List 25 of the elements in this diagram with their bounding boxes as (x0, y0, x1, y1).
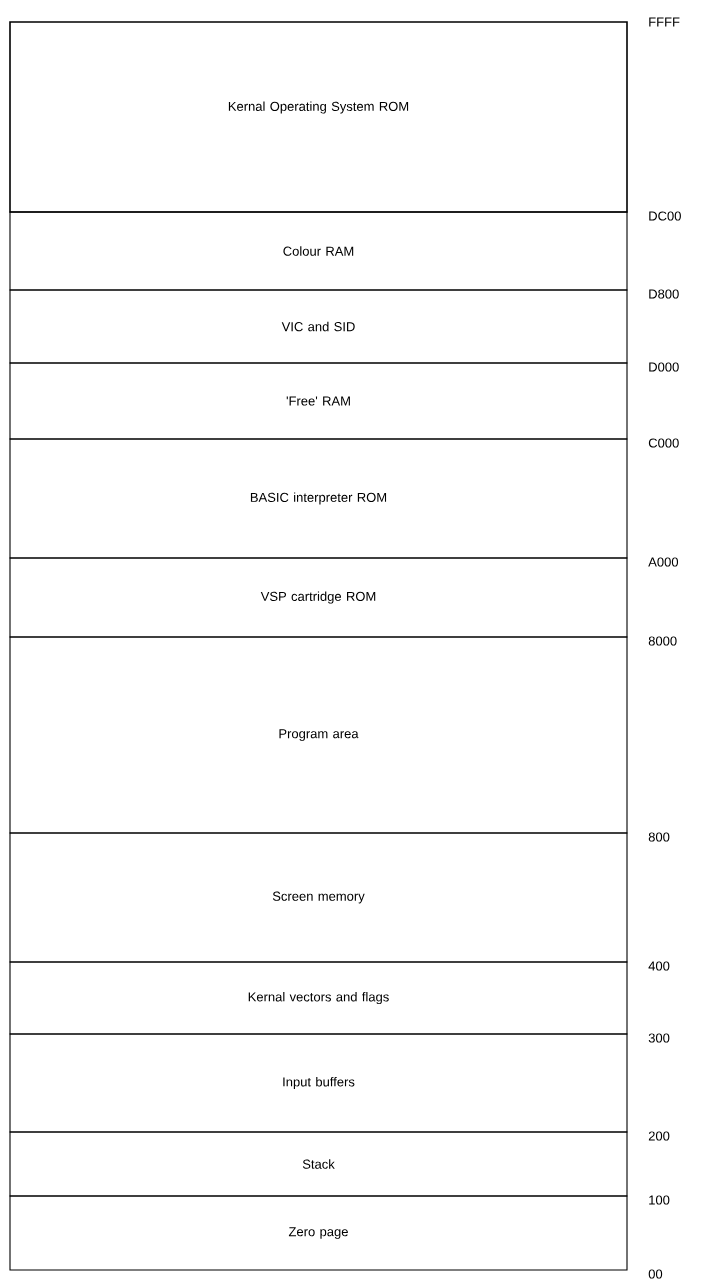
memory-band: VSP cartridge ROM (9, 557, 628, 638)
address-label: 400 (648, 961, 670, 971)
address-label: 800 (648, 832, 670, 842)
memory-band: Kernal Operating System ROM (9, 21, 628, 213)
address-label: C000 (648, 438, 679, 448)
address-label: 200 (648, 1131, 670, 1141)
memory-band: 'Free' RAM (9, 362, 628, 440)
address-label: FFFF (649, 17, 680, 27)
address-label: 8000 (648, 636, 677, 646)
memory-band: Colour RAM (9, 211, 628, 291)
memory-band: Zero page (9, 1195, 628, 1271)
address-label: DC00 (649, 211, 681, 221)
memory-band: Input buffers (9, 1033, 628, 1133)
address-label: 100 (649, 1195, 670, 1205)
memory-band: BASIC interpreter ROM (9, 438, 628, 559)
address-label: D000 (649, 362, 679, 372)
address-label: A000 (648, 557, 679, 567)
address-label: 00 (648, 1269, 663, 1279)
address-label: 300 (648, 1033, 670, 1043)
memory-band: Program area (9, 636, 628, 834)
memory-band: Stack (9, 1131, 628, 1197)
memory-band: Kernal vectors and flags (9, 961, 628, 1035)
address-label: D800 (649, 289, 679, 299)
memory-band: VIC and SID (9, 289, 628, 364)
memory-band: Screen memory (9, 832, 628, 963)
